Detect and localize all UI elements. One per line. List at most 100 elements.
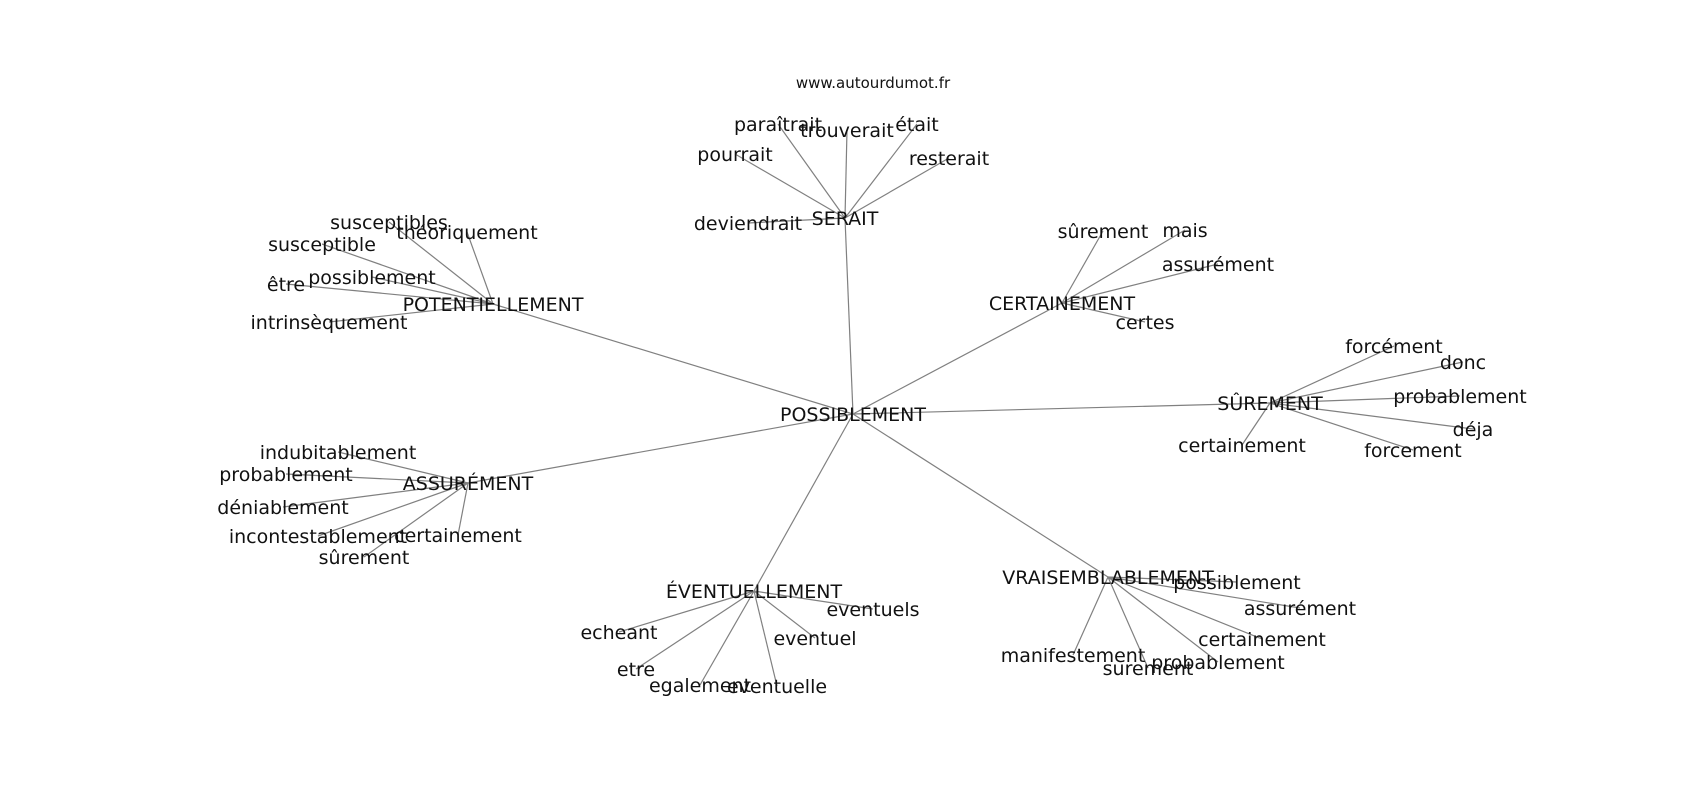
edge-assurement-indubitablement [337,451,469,484]
leaf-node-certainement: certainement [1178,435,1306,457]
site-label: www.autourdumot.fr [796,74,951,92]
edge-surement-probablement [1269,395,1461,404]
edge-assurement-deniablement [282,482,469,508]
edge-potentiellement-etre [285,283,494,305]
leaf-node-intrinsequement: intrinsèquement [251,312,408,334]
edge-root-certainement [852,302,1063,415]
edge-vraisemblablement-possiblement [1107,576,1238,583]
edge-eventuellement-egalement [699,590,755,686]
leaf-node-assurement: assurément [1244,598,1356,620]
edge-potentiellement-susceptible [321,243,494,305]
leaf-node-etre: etre [617,659,655,681]
leaf-node-resterait: resterait [909,148,989,170]
leaf-node-eventuel: eventuel [773,628,856,650]
leaf-node-probablement: probablement [1393,386,1527,408]
leaf-node-certes: certes [1116,312,1175,334]
hub-node-surement: SÛREMENT [1217,391,1323,415]
edge-assurement-surement [363,482,469,558]
edge-potentiellement-susceptibles [388,221,494,305]
edge-serait-etait [844,123,918,219]
leaf-node-trouverait: trouverait [800,120,894,142]
edge-eventuellement-etre [635,590,755,670]
hub-node-serait: SERAIT [812,208,879,230]
hub-node-certainement: CERTAINEMENT [989,293,1136,315]
leaf-node-forcement: forcément [1345,336,1443,358]
hub-node-eventuellement: ÉVENTUELLEMENT [666,580,843,603]
edge-vraisemblablement-surement [1107,576,1149,669]
leaf-node-eventuels: eventuels [826,599,919,621]
edge-serait-pourrait [734,153,846,219]
edge-vraisemblablement-probablement [1107,576,1219,663]
edge-certainement-mais [1061,229,1186,304]
edge-surement-forcement [1269,345,1395,404]
edge-certainement-surement [1061,230,1104,304]
leaf-node-indubitablement: indubitablement [260,442,417,464]
edge-root-eventuellement [753,413,854,592]
edge-serait-resterait [844,157,950,219]
leaf-node-surement: sûrement [319,547,410,569]
leaf-node-deja: déja [1453,419,1494,441]
leaf-node-assurement: assurément [1162,254,1274,276]
edge-certainement-certes [1061,302,1146,323]
hub-node-assurement: ASSURÉMENT [403,472,534,495]
edge-assurement-probablement [285,473,469,484]
edge-vraisemblablement-certainement [1107,576,1263,640]
leaf-node-egalement: egalement [649,675,751,697]
edge-certainement-assurement [1061,263,1219,304]
hub-node-vraisemblablement: VRAISEMBLABLEMENT [1002,567,1214,589]
leaf-node-mais: mais [1162,220,1207,242]
leaf-node-forcement: forcement [1364,440,1462,462]
edge-eventuellement-eventuel [753,590,816,639]
leaf-node-possiblement: possiblement [308,267,435,289]
edge-eventuellement-eventuels [753,590,874,610]
leaf-node-pourrait: pourrait [697,144,772,166]
edge-potentiellement-possiblement [371,276,494,305]
edge-root-surement [852,402,1271,415]
leaf-node-etre: être [267,274,305,296]
leaf-node-susceptibles: susceptibles [330,212,448,234]
leaf-node-echeant: echeant [580,622,657,644]
leaf-node-paraitrait: paraîtrait [734,114,822,136]
edge-eventuellement-eventuelle [753,590,778,687]
edge-potentiellement-theoriquement [466,231,494,305]
edges [282,123,1474,687]
edge-serait-deviendrait [747,217,846,224]
edge-root-serait [844,217,854,415]
edge-vraisemblablement-assurement [1107,576,1301,609]
leaf-node-possiblement: possiblement [1173,572,1300,594]
hub-node-potentiellement: POTENTIELLEMENT [403,294,584,316]
edge-surement-deja [1269,402,1474,430]
edge-eventuellement-echeant [618,590,755,633]
leaf-node-susceptible: susceptible [268,234,376,256]
leaf-node-probablement: probablement [219,464,353,486]
edge-vraisemblablement-manifestement [1072,576,1109,656]
edge-assurement-incontestablement [317,482,469,537]
edge-serait-trouverait [844,129,848,219]
edge-surement-certainement [1241,402,1271,446]
root-node-label: POSSIBLEMENT [780,404,926,426]
leaf-node-incontestablement: incontestablement [229,526,407,548]
edge-surement-forcement [1269,402,1414,451]
leaf-node-manifestement: manifestement [1001,645,1146,667]
leaf-node-etait: était [895,114,939,136]
edge-root-assurement [467,413,854,484]
edge-root-potentiellement [492,303,854,415]
leaf-node-theoriquement: théoriquement [396,222,537,244]
leaf-node-deviendrait: deviendrait [694,213,802,235]
leaf-node-surement: sûrement [1058,221,1149,243]
leaf-node-eventuelle: eventuelle [727,676,827,698]
edge-serait-paraitrait [777,123,846,219]
leaf-node-deniablement: déniablement [217,497,348,519]
leaf-node-certainement: certainement [394,525,522,547]
edge-potentiellement-intrinsequement [328,303,494,323]
edge-surement-donc [1269,361,1464,404]
edge-root-vraisemblablement [852,413,1109,578]
leaf-node-surement: surement [1103,658,1194,680]
leaf-node-donc: donc [1440,352,1486,374]
leaf-node-probablement: probablement [1151,652,1285,674]
edge-assurement-certainement [457,482,469,536]
leaf-node-certainement: certainement [1198,629,1326,651]
